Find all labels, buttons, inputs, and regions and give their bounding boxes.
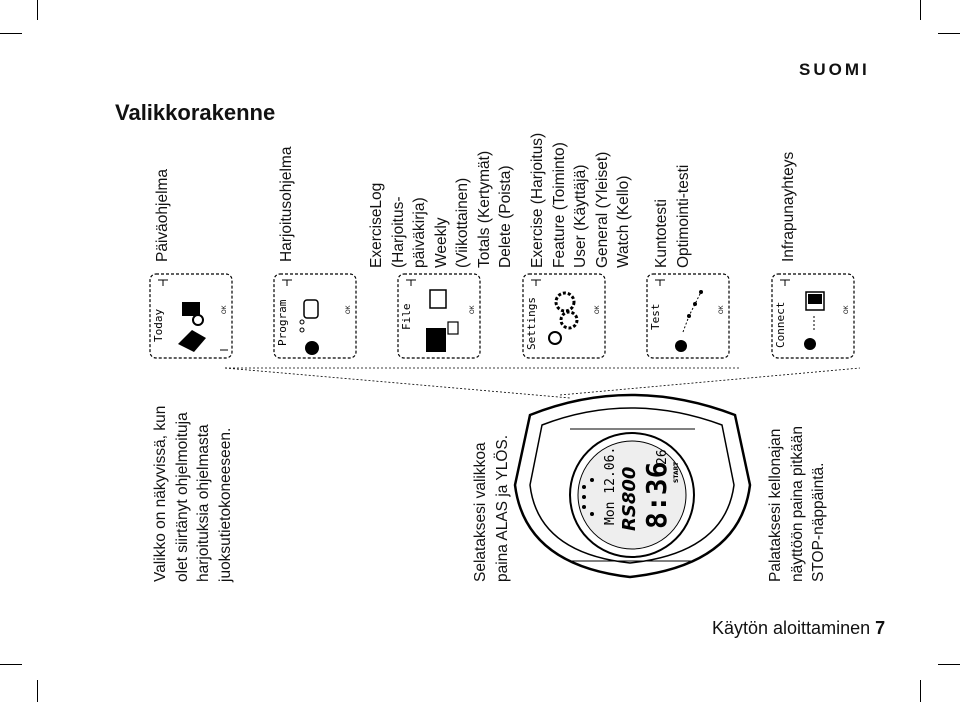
svg-text:Test: Test: [649, 304, 662, 331]
watch-time: 8:36: [640, 462, 673, 529]
crop-mark: [938, 664, 960, 665]
crop-mark: [920, 0, 921, 20]
crop-mark: [37, 680, 38, 702]
note-middle: Selataksesi valikkoa paina ALAS ja YLÖS.: [472, 434, 511, 582]
svg-text:Connect: Connect: [774, 302, 787, 348]
menu-label-connect: Infrapunayhteys: [780, 151, 797, 262]
menu-label-today: Päiväohjelma: [154, 168, 171, 262]
screen-settings: Settings OK: [521, 272, 607, 360]
crop-mark: [0, 33, 22, 34]
screen-connect: Connect OK: [770, 272, 856, 360]
svg-text:OK: OK: [346, 305, 352, 314]
menu-label-program: Harjoitusohjelma: [278, 146, 295, 262]
watch-start-label: START: [673, 461, 680, 483]
screen-file: File OK: [396, 272, 482, 360]
screen-test: Test OK: [645, 272, 731, 360]
crop-mark: [37, 0, 38, 20]
watch-brand: RS800: [619, 467, 640, 531]
svg-text:OK: OK: [595, 305, 601, 314]
page-number: 7: [875, 618, 886, 638]
svg-text:File: File: [400, 304, 413, 331]
svg-text:Settings: Settings: [525, 297, 538, 350]
watch-date: Mon 12.06.: [603, 447, 618, 525]
crop-mark: [0, 664, 22, 665]
menu-label-settings: Exercise (Harjoitus) Feature (Toiminto) …: [529, 132, 632, 268]
menu-label-test: Kuntotesti Optimointi-testi: [653, 164, 692, 268]
screen-today: Today OK: [148, 272, 234, 360]
screen-program: Program OK: [272, 272, 358, 360]
svg-text:Today: Today: [152, 309, 165, 342]
crop-mark: [920, 680, 921, 702]
svg-text:OK: OK: [844, 305, 850, 314]
note-left: Valikko on näkyvissä, kun olet siirtänyt…: [152, 405, 234, 582]
footer-text: Käytön aloittaminen: [712, 618, 871, 638]
svg-text:OK: OK: [470, 305, 476, 314]
crop-mark: [938, 33, 960, 34]
svg-text:Program: Program: [276, 299, 289, 346]
language-label: SUOMI: [799, 60, 870, 79]
page-footer: Käytön aloittaminen 7: [712, 618, 885, 639]
watch-illustration: Mon 12.06. RS800 8:36 26 START: [513, 393, 752, 579]
menu-label-file: ExerciseLog (Harjoitus- päiväkirja) Week…: [368, 150, 514, 268]
svg-text:OK: OK: [719, 305, 725, 314]
note-right: Palataksesi kellonajan näyttöön paina pi…: [767, 426, 827, 582]
page-heading: Valikkorakenne: [115, 100, 276, 125]
watch-seconds: 26: [655, 449, 670, 465]
svg-text:OK: OK: [222, 305, 228, 314]
